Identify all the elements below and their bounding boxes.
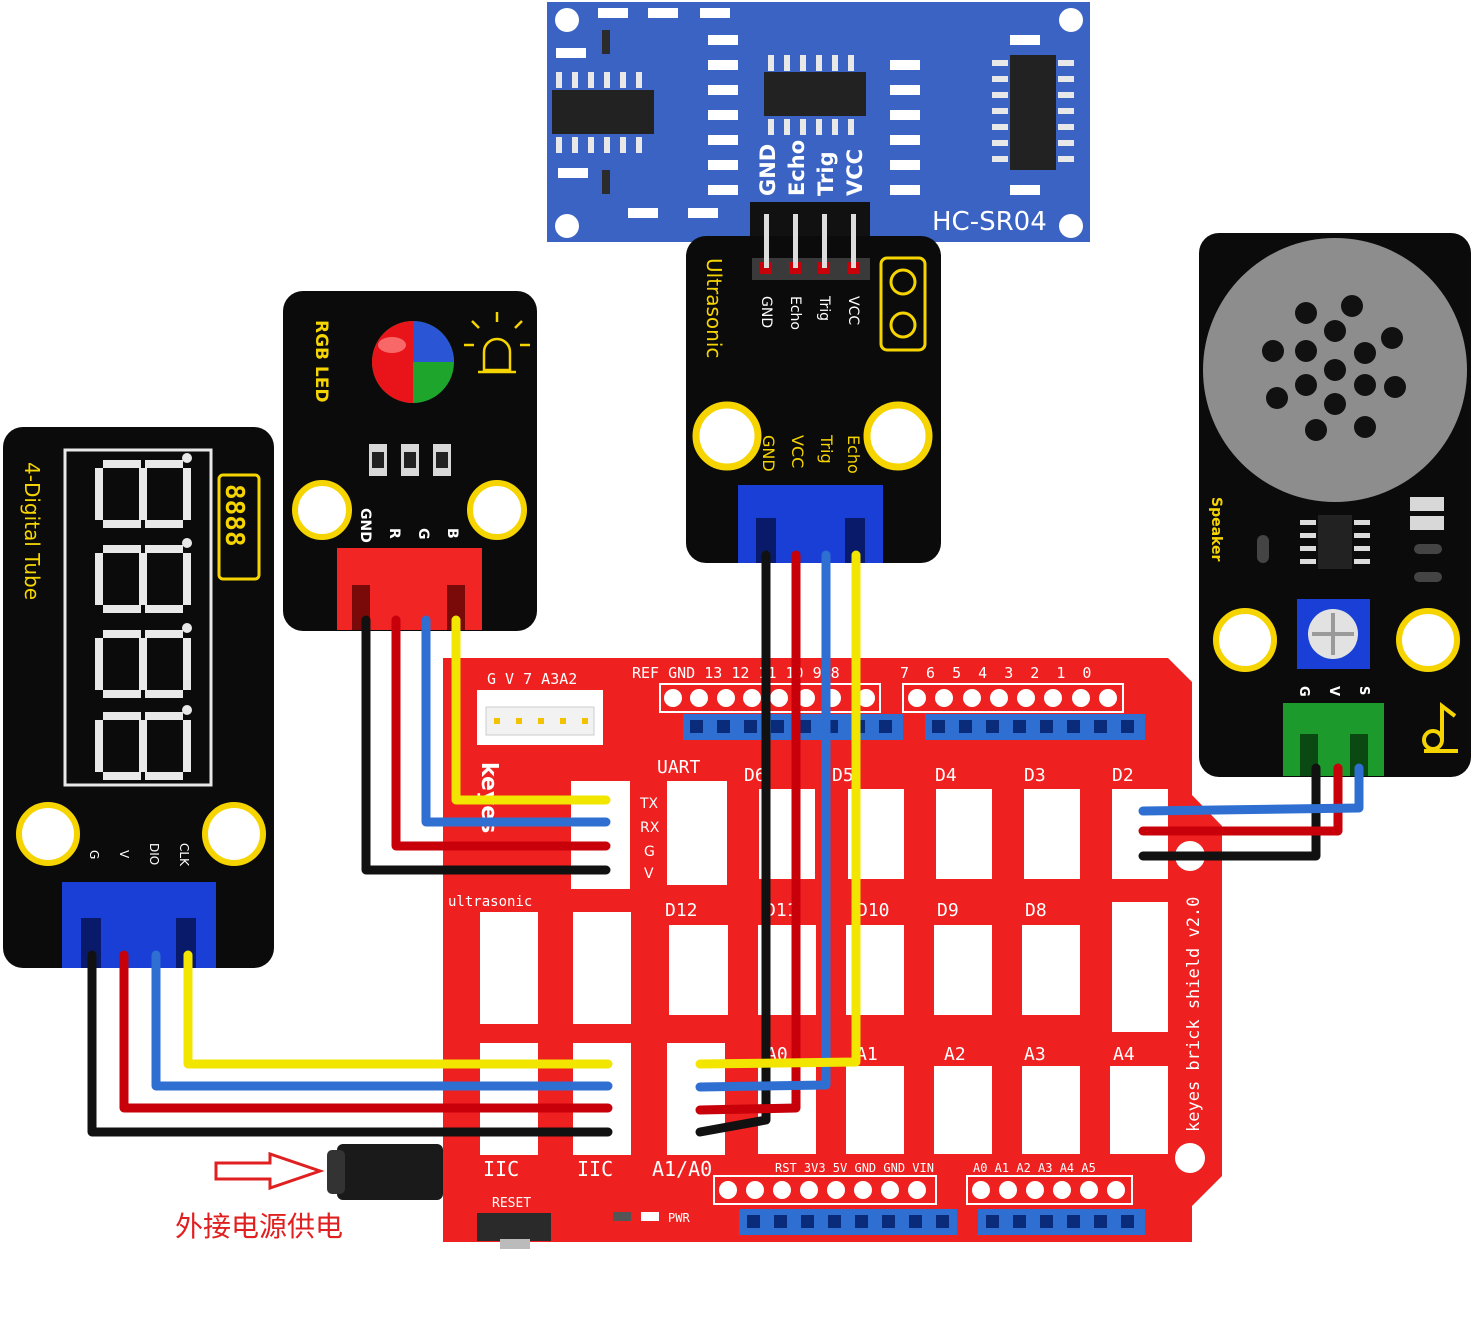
- speaker-grill: [1262, 295, 1406, 441]
- wires: [87, 550, 1364, 1137]
- rgb-pin-label: B: [444, 528, 460, 539]
- adapter-top-pin: VCC: [845, 296, 861, 325]
- row1-label: D5: [832, 765, 854, 786]
- rgb-pin-label: G: [415, 528, 431, 540]
- uart-pin: TX: [639, 796, 659, 812]
- adapter-bottom-pin: VCC: [788, 435, 807, 468]
- adapter-title: Ultrasonic: [702, 258, 726, 358]
- tube-pin-label: G: [87, 850, 101, 859]
- reset-button: [477, 1213, 551, 1241]
- sensor-pin-label: Trig: [814, 151, 838, 196]
- row2-label: D10: [857, 900, 890, 921]
- row2-label: D9: [937, 900, 959, 921]
- row3-label: A2: [944, 1044, 966, 1065]
- ultrasonic-adapter-board: Ultrasonic GND Echo Trig VCC GND VCC Tri…: [686, 214, 941, 563]
- adapter-top-pin: GND: [758, 296, 774, 328]
- digital-tube-wires: [87, 950, 613, 1137]
- uart-pin: G: [644, 844, 655, 860]
- adapter-top-pin: Echo: [787, 296, 803, 330]
- row2-label: D11: [765, 900, 798, 921]
- row2-label: D8: [1025, 900, 1047, 921]
- reset-label: RESET: [492, 1196, 531, 1211]
- adapter-bottom-pin: Echo: [844, 435, 863, 474]
- speaker-pin-label: S: [1356, 686, 1371, 695]
- iic-label: IIC: [483, 1157, 519, 1181]
- iic-label: IIC: [577, 1157, 613, 1181]
- dc-power-jack: [327, 1144, 443, 1200]
- row2-label: D12: [665, 900, 698, 921]
- ultrasonic-wires: [695, 550, 861, 1137]
- digital-tube-badge: 8888: [219, 484, 249, 547]
- row3-label: A4: [1113, 1044, 1135, 1065]
- pwr-label: PWR: [668, 1211, 690, 1225]
- uart-pin: RX: [640, 820, 660, 836]
- external-power-caption: 外接电源供电: [175, 1210, 344, 1243]
- shield-row-1: D6 D5 D4 D3 D2: [735, 765, 1168, 879]
- speaker-pin-label: G: [1296, 686, 1311, 697]
- rgb-pin-label: GND: [357, 508, 373, 543]
- sensor-pin-label: GND: [756, 144, 780, 196]
- shield-row-2: D12 D11 D10 D9 D8: [643, 900, 1080, 1015]
- digital-tube-title: 4-Digital Tube: [20, 462, 44, 600]
- row1-label: D6: [744, 765, 766, 786]
- hc-sr04-sensor: GND Echo Trig VCC HC-SR04: [547, 2, 1090, 242]
- music-note-icon: [1422, 701, 1458, 753]
- sensor-pin-label: Echo: [785, 140, 809, 196]
- row3-label: A1: [856, 1044, 878, 1065]
- tube-pin-label: DIO: [147, 843, 161, 865]
- digital-tube-module: 4-Digital Tube: [3, 427, 274, 968]
- adapter-bottom-pin: Trig: [817, 434, 836, 464]
- arrow-right-icon: [214, 1151, 325, 1191]
- a1a0-label: A1/A0: [652, 1157, 712, 1181]
- shield-name: keyes brick shield v2.0: [1184, 897, 1204, 1132]
- rgb-led-module: RGB LED GND R G B: [283, 291, 537, 631]
- gv-header-label: G V 7 A3A2: [487, 670, 577, 688]
- light-bulb-icon: [464, 312, 530, 374]
- adapter-bottom-pin: GND: [759, 435, 778, 472]
- row1-label: D4: [935, 765, 957, 786]
- sensor-model-label: HC-SR04: [932, 207, 1047, 237]
- row1-label: D2: [1112, 765, 1134, 786]
- speaker-pin-label: V: [1326, 686, 1341, 696]
- uart-label: UART: [657, 757, 701, 778]
- adapter-top-pin: Trig: [816, 295, 832, 321]
- seven-segment-display: [95, 453, 192, 780]
- row1-label: D3: [1024, 765, 1046, 786]
- rgb-pin-label: R: [386, 528, 402, 539]
- uart-pin: V: [644, 866, 654, 882]
- sensor-pin-label: VCC: [843, 149, 867, 196]
- speaker-title: Speaker: [1208, 497, 1224, 561]
- speaker-wires: [1138, 763, 1364, 861]
- shield-top-header-label: REF GND 13 12 11 10 9 8: [632, 664, 840, 682]
- keyes-brick-shield: REF GND 13 12 11 10 9 8 7 6 5 4 3 2 1 0 …: [443, 658, 1222, 1249]
- rgb-led-wires: [361, 615, 611, 875]
- power-header-label: RST 3V3 5V GND GND VIN: [775, 1161, 934, 1175]
- speaker-module: Speaker G V S: [1199, 233, 1471, 777]
- row3-label: A3: [1024, 1044, 1046, 1065]
- tube-pin-label: V: [117, 850, 131, 859]
- rgb-led-title: RGB LED: [311, 320, 331, 402]
- shield-row-3: A0 A1 A2 A3 A4: [732, 1044, 1168, 1154]
- shield-top-header-label-2: 7 6 5 4 3 2 1 0: [900, 664, 1095, 682]
- analog-header-label: A0 A1 A2 A3 A4 A5: [973, 1161, 1096, 1175]
- ultrasonic-port-label: ultrasonic: [448, 894, 532, 910]
- tube-pin-label: CLK: [177, 843, 191, 867]
